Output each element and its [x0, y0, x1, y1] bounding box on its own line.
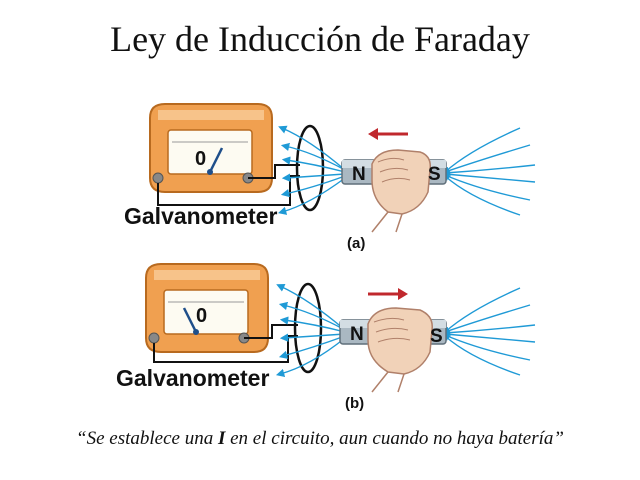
motion-arrow-left-a [368, 128, 408, 140]
field-lines-left-b [275, 283, 346, 377]
caption-current-symbol: I [217, 428, 226, 449]
caption: “Se establece una I en el circuito, aun … [0, 428, 640, 450]
field-lines-right-a [440, 127, 536, 216]
terminal-left-b [148, 332, 160, 344]
terminal-left-a [152, 172, 164, 184]
pole-s-b: S [430, 326, 443, 347]
field-lines-right-b [440, 287, 536, 376]
coil-b [293, 282, 323, 374]
coil-a [295, 124, 325, 212]
pole-n-a: N [352, 164, 366, 185]
meter-reading-a: 0 [195, 148, 206, 170]
galvanometer-b [145, 263, 269, 353]
pole-s-a: S [428, 164, 441, 185]
galvanometer-label-b: Galvanometer [116, 365, 269, 391]
field-lines-left-a [277, 125, 346, 215]
motion-arrow-right-b [368, 288, 408, 300]
hand-b [367, 307, 433, 393]
caption-after: en el circuito, aun cuando no haya bater… [225, 428, 564, 449]
panel-a: 0 N [124, 103, 536, 252]
galvanometer-label-a: Galvanometer [124, 203, 277, 229]
caption-before: “Se establece una [76, 428, 218, 449]
hand-a [371, 149, 432, 233]
meter-reading-b: 0 [196, 305, 207, 327]
meter-needle-a [208, 147, 224, 173]
sub-label-b: (b) [345, 395, 364, 412]
pole-n-b: N [350, 324, 364, 345]
meter-needle-b [182, 307, 198, 333]
page-title: Ley de Inducción de Faraday [110, 19, 530, 59]
panel-b: 0 N S [116, 263, 536, 412]
sub-label-a: (a) [347, 235, 365, 252]
